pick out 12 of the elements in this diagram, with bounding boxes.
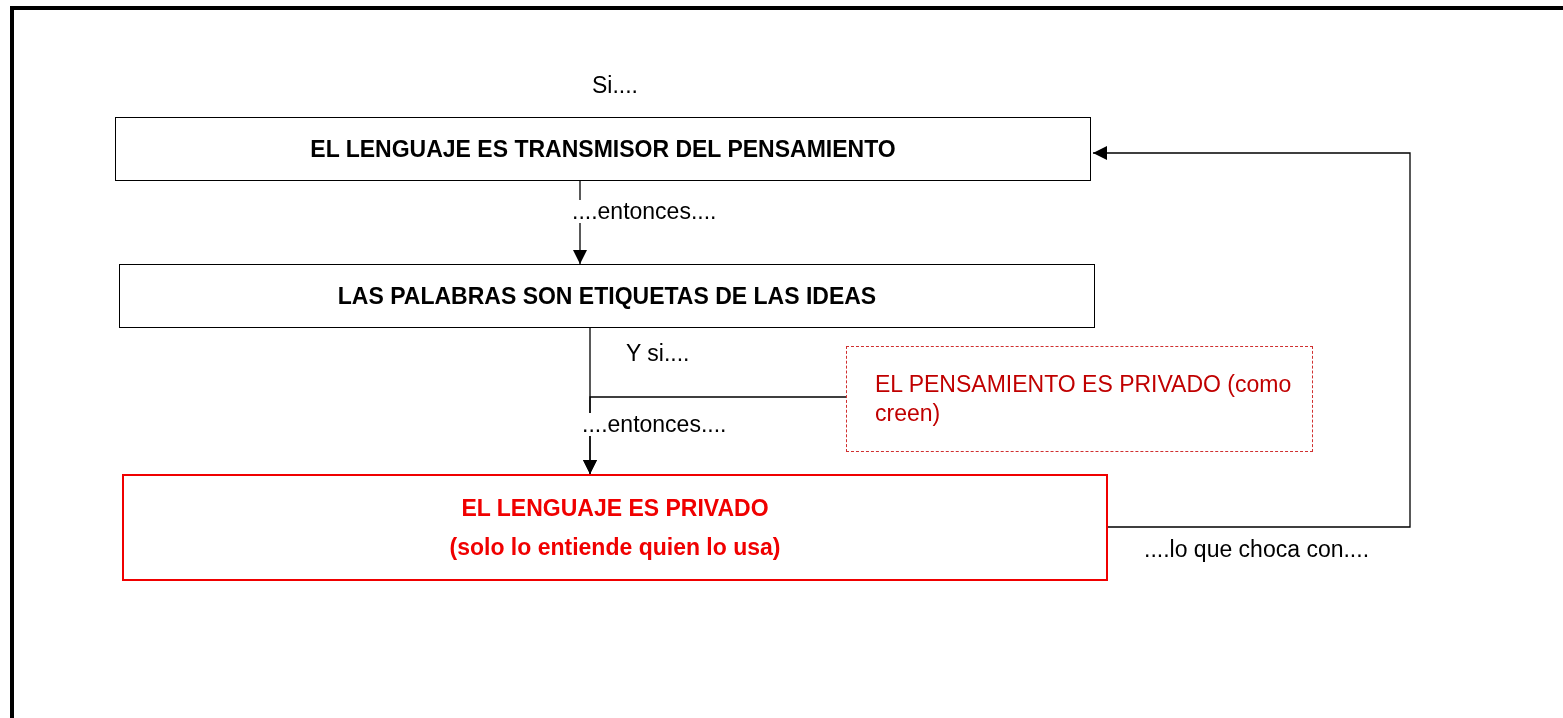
node-text: EL PENSAMIENTO ES PRIVADO (como creen)	[875, 370, 1293, 428]
premise-box	[846, 346, 1313, 452]
conclusion-box	[122, 474, 1108, 581]
node-text: EL LENGUAJE ES PRIVADO	[461, 496, 769, 520]
node-text: (solo lo entiende quien lo usa)	[449, 535, 781, 559]
statement-box	[115, 117, 1091, 181]
arrow	[1092, 146, 1411, 528]
arrow	[583, 396, 847, 475]
node-text: EL LENGUAJE ES TRANSMISOR DEL PENSAMIENTO	[310, 137, 896, 161]
node-text: LAS PALABRAS SON ETIQUETAS DE LAS IDEAS	[337, 284, 877, 308]
condition-label: Si....	[592, 74, 638, 97]
statement-box	[119, 264, 1095, 328]
